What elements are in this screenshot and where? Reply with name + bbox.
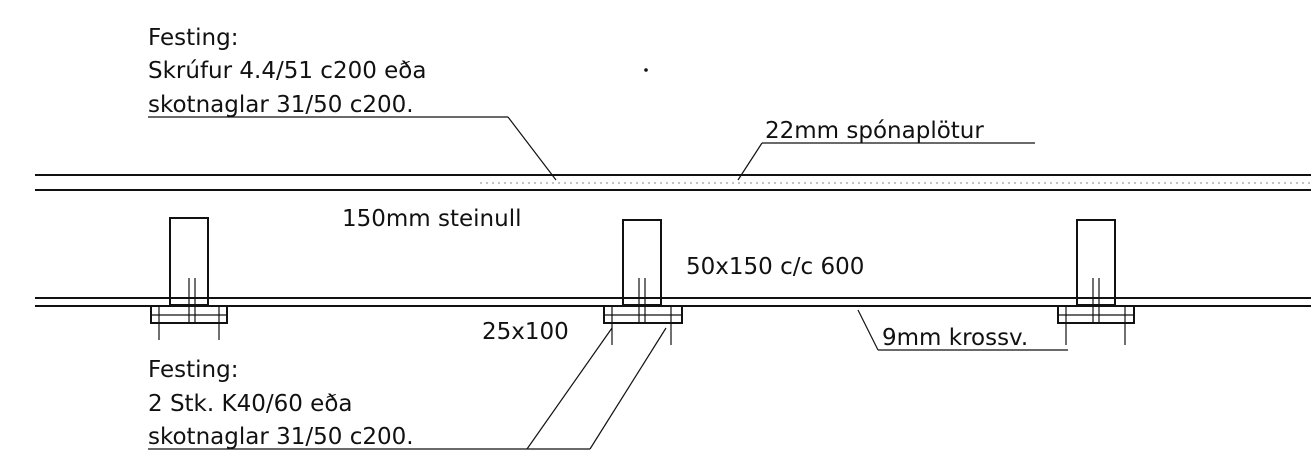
chipboard-layer	[35, 174, 1311, 191]
top-fastening-title: Festing:	[148, 25, 238, 51]
joist-2	[603, 219, 683, 345]
batten-label: 25x100	[482, 319, 569, 345]
plywood-label: 9mm krossv.	[882, 325, 1028, 351]
leader-lines	[148, 116, 1068, 450]
joist-1	[150, 217, 228, 340]
top-fastening-line2: skotnaglar 31/50 c200.	[148, 92, 414, 118]
plywood-layer	[35, 297, 1311, 307]
chipboard-label: 22mm spónaplötur	[765, 118, 984, 144]
insulation-label: 150mm steinull	[342, 206, 522, 232]
top-fastening-line1: Skrúfur 4.4/51 c200 eða	[148, 58, 426, 84]
bottom-fastening-line1: 2 Stk. K40/60 eða	[148, 391, 353, 417]
stray-dot	[644, 68, 648, 72]
bottom-fastening-title: Festing:	[148, 357, 238, 383]
bottom-fastening-line2: skotnaglar 31/50 c200.	[148, 424, 414, 450]
joist-3	[1057, 219, 1135, 345]
joist-label: 50x150 c/c 600	[686, 254, 864, 280]
